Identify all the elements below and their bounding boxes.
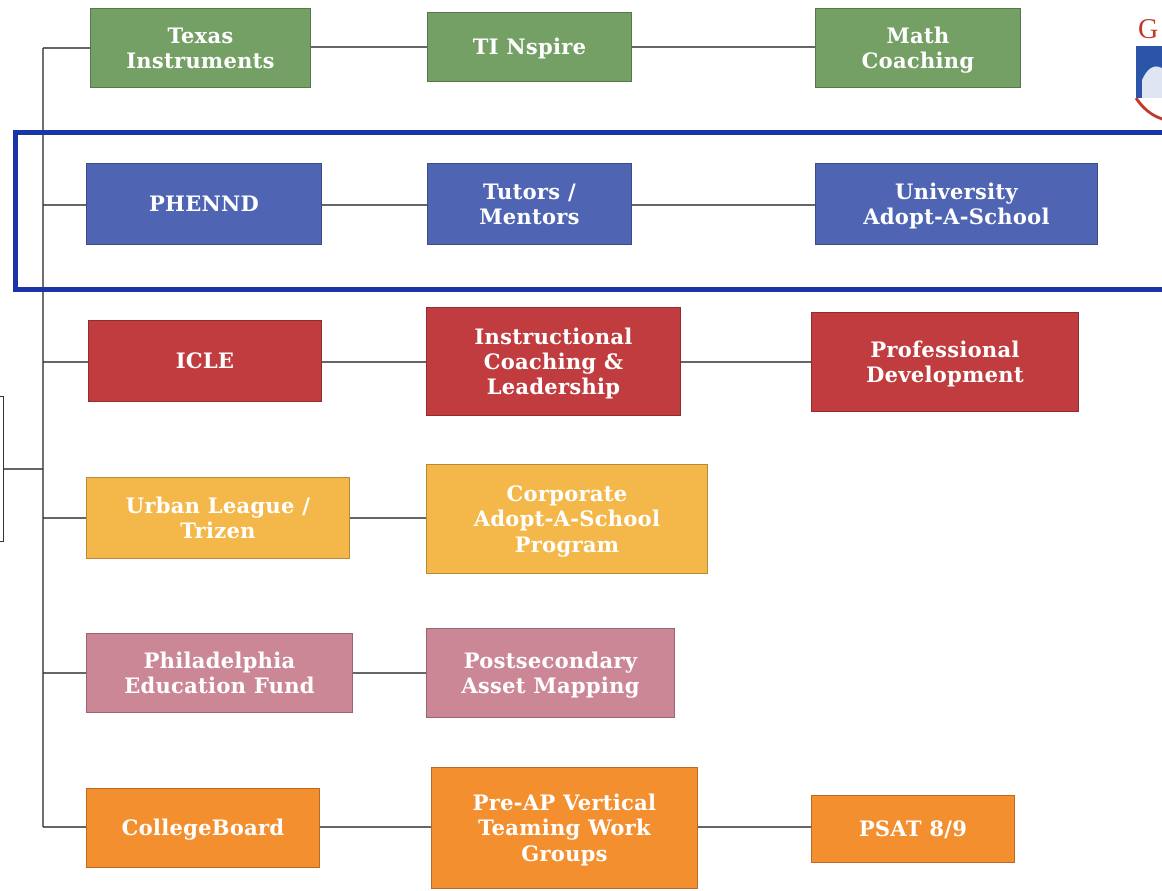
box-urban-league-trizen: Urban League / Trizen bbox=[86, 477, 350, 559]
box-texas-instruments: Texas Instruments bbox=[90, 8, 311, 88]
box-pre-ap-vertical-teaming: Pre-AP Vertical Teaming Work Groups bbox=[431, 767, 698, 889]
box-postsecondary-asset-mapping: Postsecondary Asset Mapping bbox=[426, 628, 675, 718]
box-corporate-adopt-a-school-program: Corporate Adopt-A-School Program bbox=[426, 464, 708, 574]
box-tutors-mentors: Tutors / Mentors bbox=[427, 163, 632, 245]
school-seal-logo: G bbox=[1134, 14, 1162, 121]
box-philadelphia-education-fund: Philadelphia Education Fund bbox=[86, 633, 353, 713]
logo-letter: G bbox=[1138, 14, 1158, 45]
highlight-frame bbox=[13, 130, 1162, 292]
box-university-adopt-a-school: University Adopt-A-School bbox=[815, 163, 1098, 245]
parent-box-edge bbox=[0, 396, 4, 542]
box-professional-development: Professional Development bbox=[811, 312, 1079, 412]
box-ti-nspire: TI Nspire bbox=[427, 12, 632, 82]
box-instructional-coaching-leadership: Instructional Coaching & Leadership bbox=[426, 307, 681, 416]
box-math-coaching: Math Coaching bbox=[815, 8, 1021, 88]
box-psat-8-9: PSAT 8/9 bbox=[811, 795, 1015, 863]
box-phennd: PHENND bbox=[86, 163, 322, 245]
box-collegeboard: CollegeBoard bbox=[86, 788, 320, 868]
box-icle: ICLE bbox=[88, 320, 322, 402]
